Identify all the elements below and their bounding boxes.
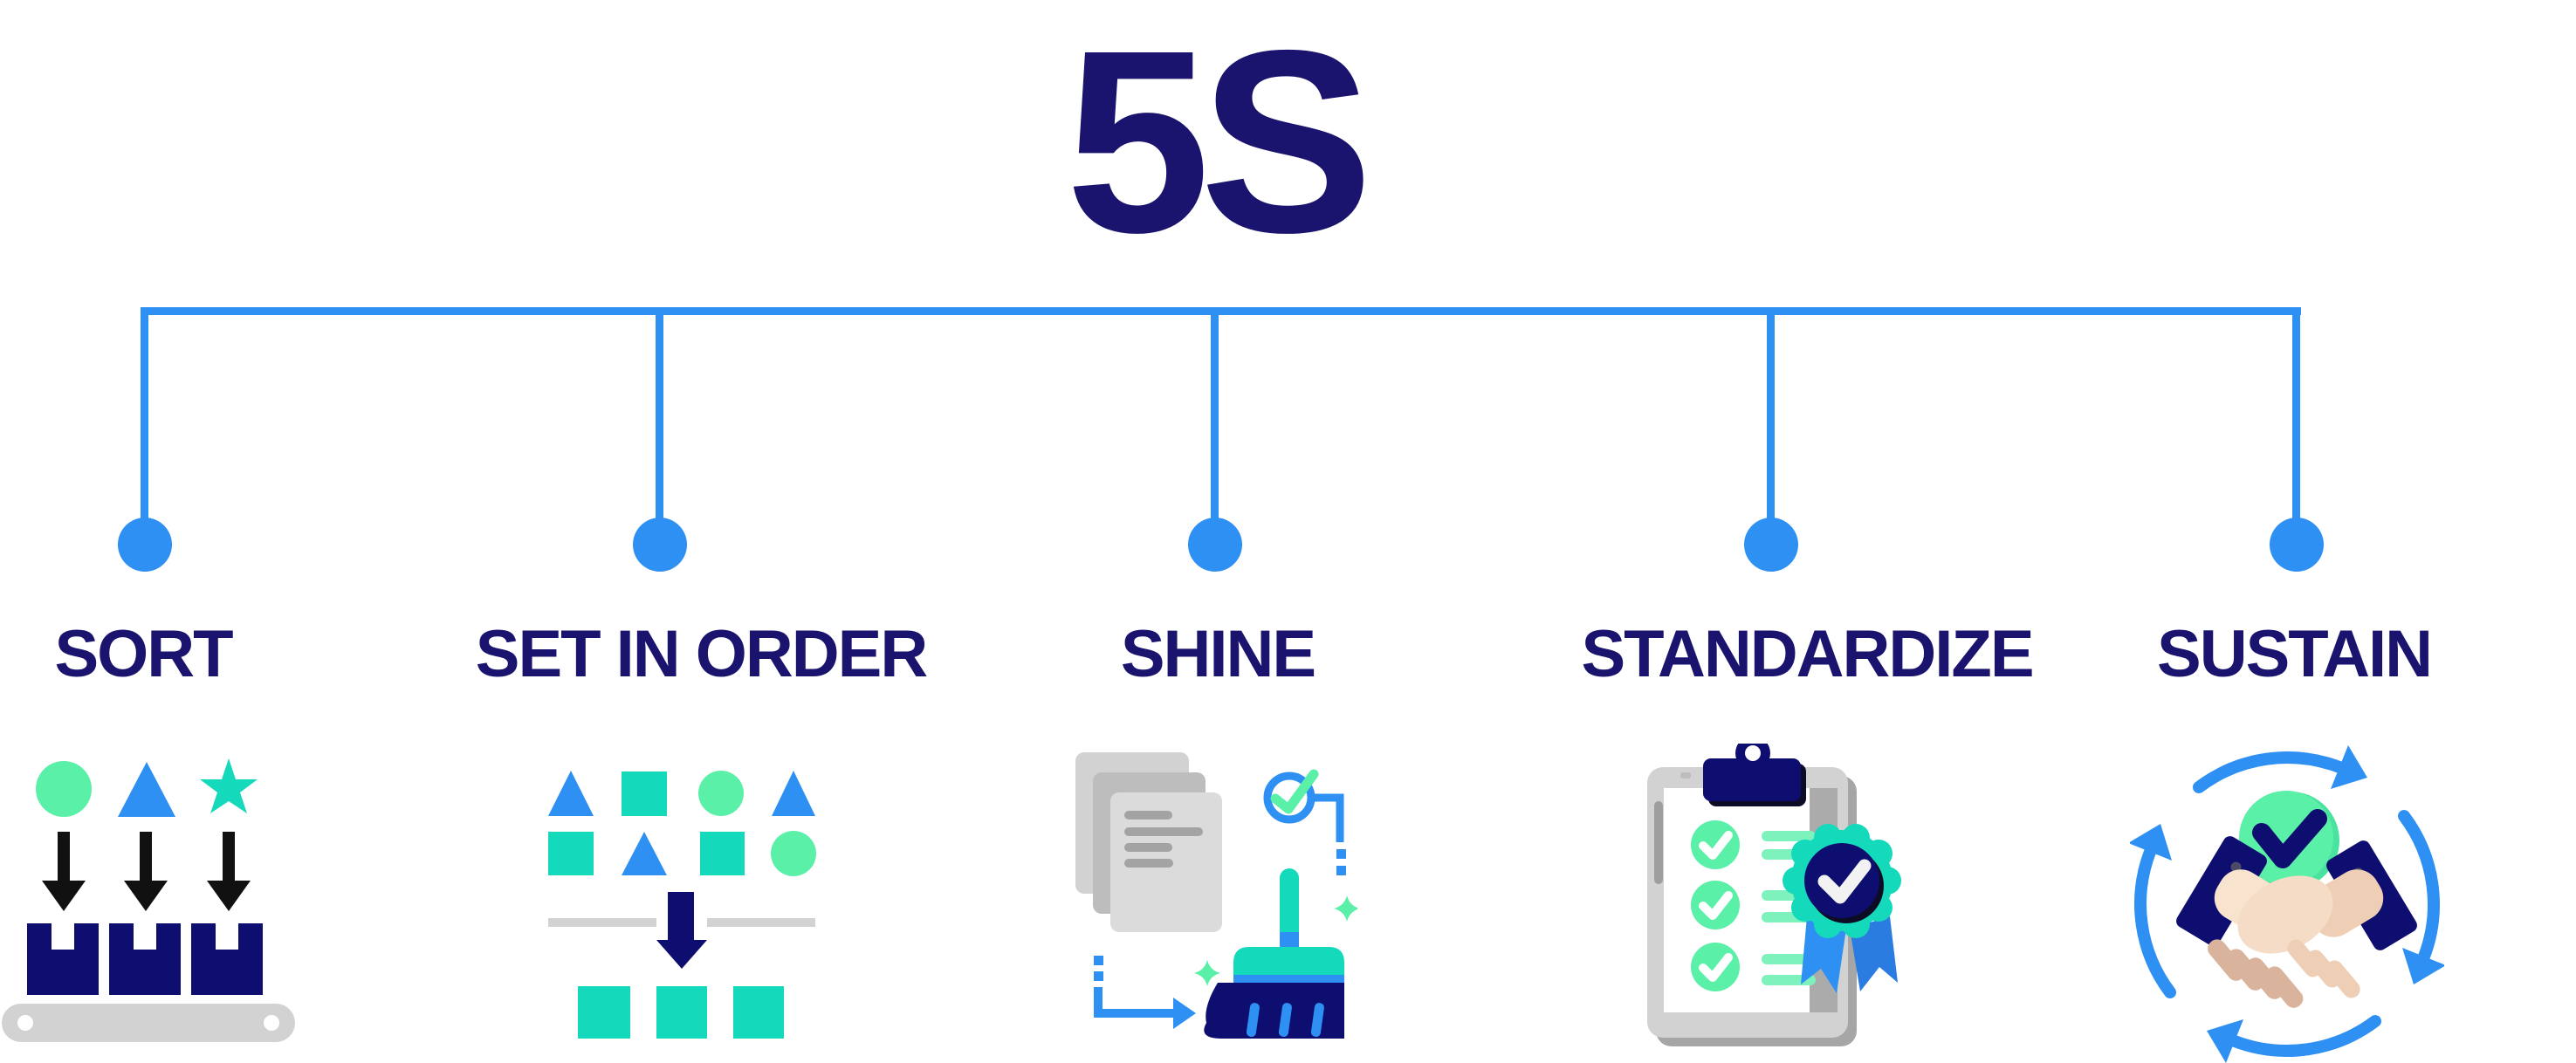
dashed-path-arrow bbox=[1094, 956, 1196, 1029]
set-in-order-icon bbox=[546, 768, 816, 1043]
sort-icon bbox=[0, 753, 297, 1046]
broom-icon bbox=[1204, 868, 1344, 1039]
sparkle-icons bbox=[1194, 895, 1357, 986]
conveyor-belt bbox=[2, 1004, 295, 1042]
tree-branch-line-standardize bbox=[1767, 307, 1775, 522]
tree-branch-dot-standardize bbox=[1744, 518, 1798, 572]
tree-branch-line-sustain bbox=[2292, 307, 2300, 522]
label-shine: SHINE bbox=[1120, 617, 1316, 691]
label-set-in-order: SET IN ORDER bbox=[475, 617, 928, 691]
tree-branch-line-set-in-order bbox=[656, 307, 663, 522]
sort-shapes bbox=[36, 758, 258, 817]
ordered-squares bbox=[578, 986, 784, 1039]
tree-branch-dot-set-in-order bbox=[633, 518, 687, 572]
document-stack bbox=[1075, 752, 1222, 932]
standardize-icon bbox=[1638, 744, 1927, 1049]
tree-branch-dot-shine bbox=[1188, 518, 1242, 572]
label-standardize: STANDARDIZE bbox=[1581, 617, 2034, 691]
tree-branch-line-shine bbox=[1211, 307, 1219, 522]
certified-badge-icon bbox=[1783, 824, 1901, 993]
tree-branch-line-sort bbox=[141, 307, 148, 522]
tree-horizontal-line bbox=[143, 307, 2301, 315]
funnel-arrow bbox=[656, 892, 707, 969]
tree-branch-dot-sustain bbox=[2270, 518, 2324, 572]
label-sort: SORT bbox=[54, 617, 233, 691]
sustain-icon bbox=[2130, 740, 2444, 1063]
handshake-icon bbox=[2176, 836, 2417, 1008]
page-title: 5S bbox=[1065, 0, 1373, 287]
divider-line bbox=[548, 918, 815, 927]
check-circle-icon bbox=[1263, 769, 1346, 875]
down-arrows bbox=[42, 832, 251, 911]
scattered-shapes bbox=[548, 771, 816, 876]
label-sustain: SUSTAIN bbox=[2157, 617, 2433, 691]
tree-branch-dot-sort bbox=[118, 518, 172, 572]
shine-icon bbox=[1069, 746, 1357, 1047]
sort-bins bbox=[27, 923, 263, 995]
